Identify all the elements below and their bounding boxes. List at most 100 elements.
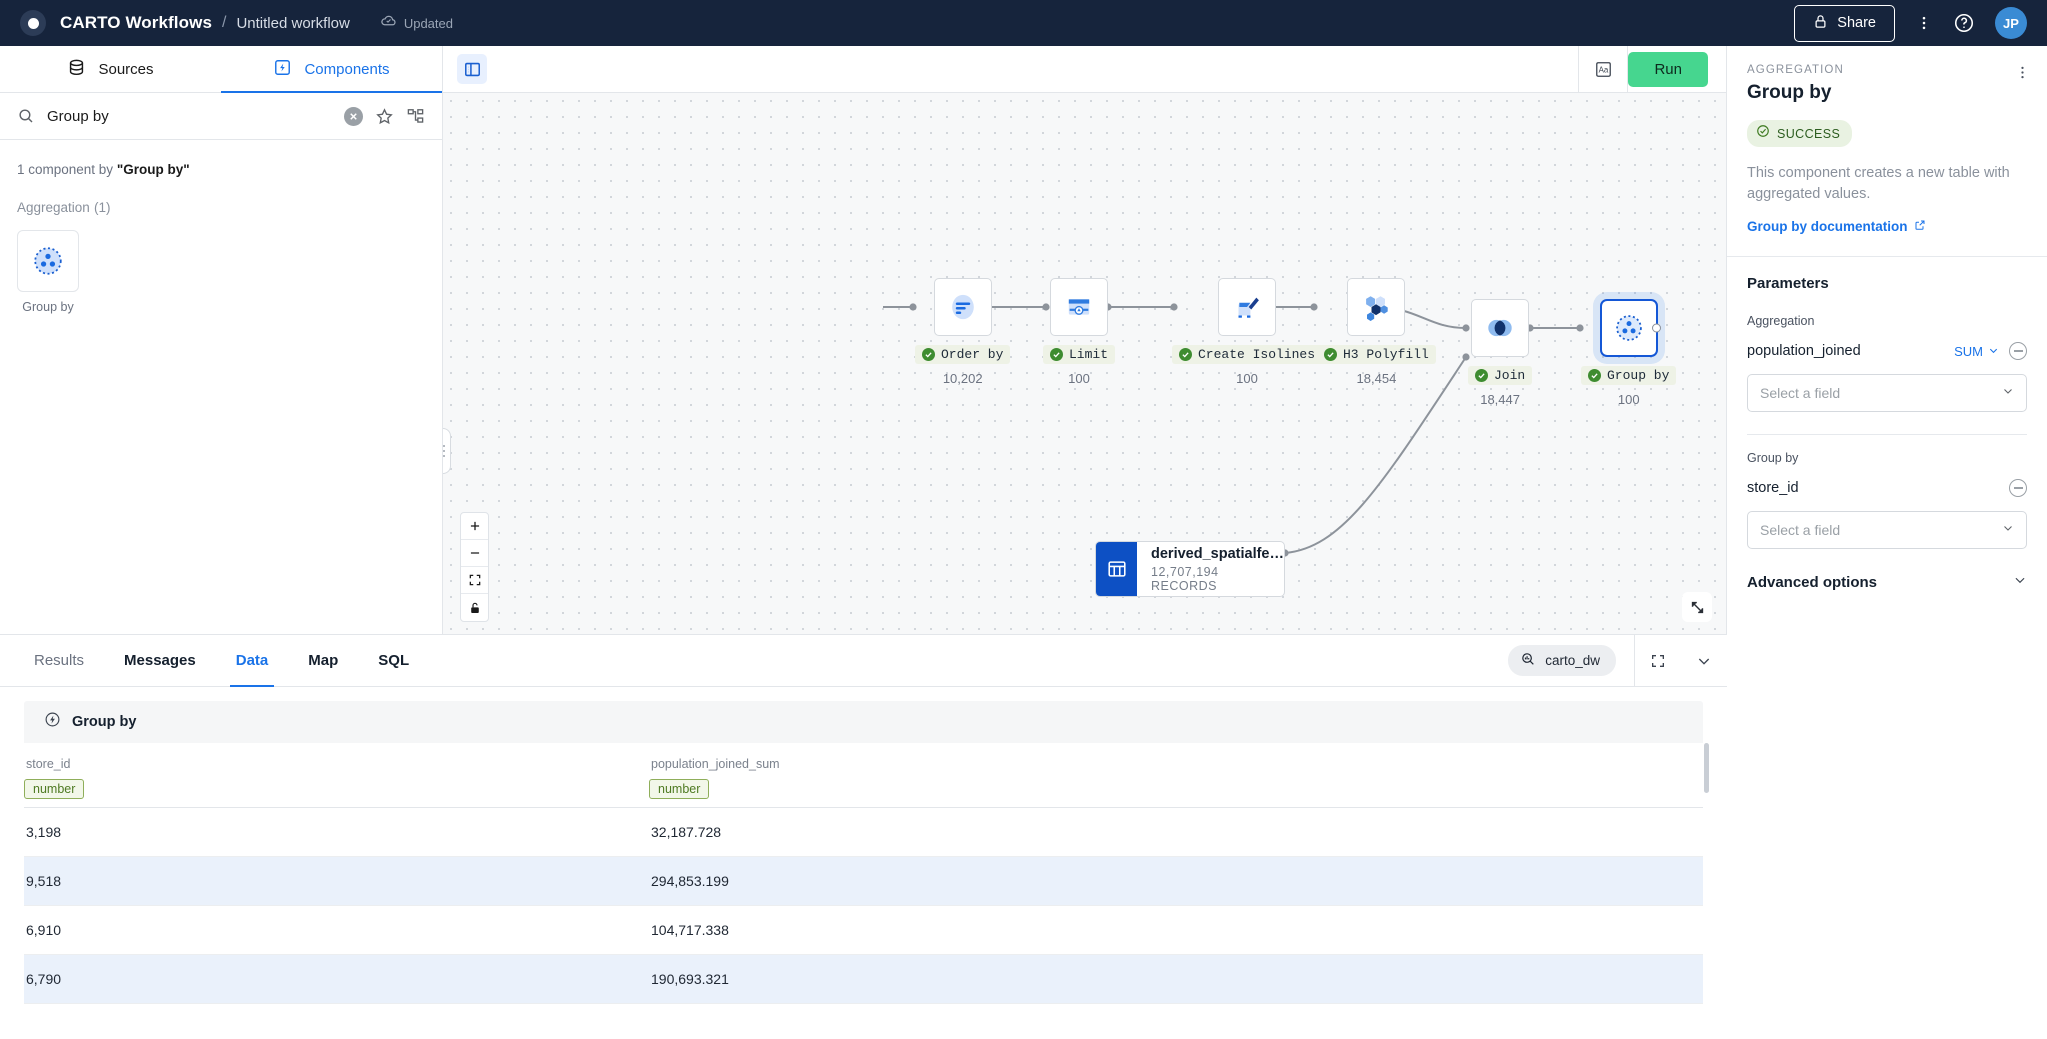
more-vertical-icon[interactable] — [1915, 14, 1933, 32]
fullscreen-icon[interactable] — [1635, 635, 1681, 687]
tab-data[interactable]: Data — [216, 635, 289, 687]
node-box[interactable] — [1471, 299, 1530, 357]
group-by-field-select[interactable]: Select a field — [1747, 511, 2027, 550]
tab-sources[interactable]: Sources — [0, 46, 221, 92]
success-check-icon — [922, 348, 935, 361]
tab-components[interactable]: Components — [221, 46, 442, 93]
node-h3-polyfill[interactable]: H3 Polyfill 18,454 — [1317, 278, 1436, 386]
advanced-options-label: Advanced options — [1747, 574, 1878, 592]
favorite-star-icon[interactable] — [375, 107, 394, 126]
node-box[interactable] — [1218, 278, 1277, 336]
resize-diagonal-icon[interactable] — [1682, 592, 1712, 622]
search-input[interactable] — [47, 107, 332, 125]
node-label: Limit — [1043, 345, 1116, 364]
advanced-options-row[interactable]: Advanced options — [1727, 549, 2047, 592]
aggregation-field-name: population_joined — [1747, 343, 1861, 360]
node-box[interactable] — [1347, 278, 1406, 336]
node-create-isolines[interactable]: Create Isolines 100 — [1172, 278, 1323, 386]
node-label: Order by — [915, 345, 1011, 364]
data-table: store_id number population_joined_sum nu… — [24, 743, 1703, 1004]
workflow-canvas[interactable]: Order by 10,202 — [443, 93, 1726, 634]
node-record-count: 18,447 — [1480, 392, 1520, 407]
node-group-by[interactable]: Group by 100 — [1581, 299, 1677, 407]
node-source-table[interactable]: derived_spatialfe… 12,707,194 RECORDS — [1095, 541, 1285, 597]
avatar[interactable]: JP — [1995, 7, 2027, 39]
aggregation-field-select[interactable]: Select a field — [1747, 374, 2027, 413]
component-card-group-by[interactable]: Group by — [17, 230, 79, 314]
table-head: store_id number population_joined_sum nu… — [24, 743, 1703, 808]
node-box[interactable] — [933, 278, 992, 336]
node-order-by[interactable]: Order by 10,202 — [915, 278, 1011, 386]
component-search-row — [0, 93, 442, 140]
aggregation-select-placeholder: Select a field — [1760, 385, 1841, 402]
zoom-out-icon[interactable] — [461, 540, 488, 567]
zoom-in-icon[interactable] — [461, 513, 488, 540]
node-label: Create Isolines — [1172, 345, 1323, 364]
bottom-panel-actions: carto_dw — [1508, 634, 1727, 687]
remove-group-by-button[interactable] — [2009, 479, 2027, 498]
success-check-icon — [1050, 348, 1063, 361]
node-limit[interactable]: Limit 100 — [1043, 278, 1116, 386]
bottom-panel-tabs: Results Messages Data Map SQL carto_dw — [0, 634, 1727, 687]
node-name: Order by — [941, 347, 1004, 362]
carto-logo[interactable] — [20, 10, 46, 36]
table-row[interactable]: 6,790 190,693.321 — [24, 954, 1703, 1004]
main-area: Sources Components — [0, 45, 2047, 634]
data-table-header: Group by — [24, 701, 1703, 743]
svg-text:Aa: Aa — [1599, 65, 1609, 74]
node-box[interactable] — [1050, 278, 1108, 336]
workflow-name[interactable]: Untitled workflow — [236, 14, 350, 32]
node-label: Join — [1468, 366, 1533, 385]
column-type-badge: number — [24, 779, 85, 799]
tab-messages[interactable]: Messages — [124, 652, 196, 669]
share-button[interactable]: Share — [1794, 4, 1895, 42]
title-separator: / — [222, 14, 227, 31]
table-column-header[interactable]: population_joined_sum number — [649, 743, 1703, 799]
node-join[interactable]: Join 18,447 — [1468, 299, 1533, 407]
right-panel-header: AGGREGATION Group by SUCCESS This compon — [1727, 46, 2047, 236]
run-button[interactable]: Run — [1628, 51, 1708, 87]
column-name: store_id — [26, 757, 71, 771]
table-column-header[interactable]: store_id number — [24, 743, 649, 799]
node-record-count: 100 — [1068, 371, 1090, 386]
table-cell-store-id: 9,518 — [24, 856, 649, 906]
cloud-check-icon — [380, 12, 397, 34]
isolines-icon — [1238, 297, 1259, 318]
tab-sql[interactable]: SQL — [378, 652, 410, 669]
tree-view-icon[interactable] — [406, 107, 425, 126]
fit-view-icon[interactable] — [461, 567, 488, 594]
node-box[interactable] — [1599, 299, 1661, 357]
node-name: Group by — [1607, 368, 1670, 383]
table-vertical-scrollbar[interactable] — [1704, 743, 1709, 793]
tab-map[interactable]: Map — [308, 652, 339, 669]
node-record-count: 100 — [1617, 392, 1640, 407]
connection-badge[interactable]: carto_dw — [1508, 645, 1616, 676]
documentation-link[interactable]: Group by documentation — [1747, 219, 1926, 234]
help-circle-icon[interactable] — [1953, 12, 1975, 34]
search-results-meta: 1 component by "Group by" — [0, 140, 442, 177]
collapse-panel-icon[interactable] — [1681, 635, 1727, 687]
table-row[interactable]: 6,910 104,717.338 — [24, 905, 1703, 955]
panel-left-icon[interactable] — [457, 54, 487, 84]
node-output-port[interactable] — [1651, 323, 1661, 333]
table-row[interactable]: 3,198 32,187.728 — [24, 807, 1703, 857]
text-annotation-icon[interactable]: Aa — [1588, 54, 1618, 84]
sidebar-resize-handle[interactable] — [443, 428, 451, 474]
aggregation-function-select[interactable]: SUM — [1954, 344, 1999, 359]
node-name: Join — [1494, 368, 1526, 383]
parameters-divider — [1747, 434, 2027, 436]
join-icon — [1488, 319, 1512, 337]
table-cell-store-id: 6,910 — [24, 905, 649, 955]
panel-more-icon[interactable] — [2014, 64, 2031, 86]
tab-results[interactable]: Results — [34, 652, 85, 669]
bottom-panel: Results Messages Data Map SQL carto_dw — [0, 634, 1727, 1039]
tab-sources-label: Sources — [98, 60, 154, 78]
table-cell-store-id: 6,790 — [24, 954, 649, 1004]
clear-search-icon[interactable] — [344, 106, 363, 126]
status-badge: SUCCESS — [1747, 120, 1853, 147]
node-record-count: 10,202 — [942, 371, 983, 386]
chevron-down-icon — [2013, 573, 2027, 592]
canvas-lock-icon[interactable] — [461, 594, 488, 621]
table-row[interactable]: 9,518 294,853.199 — [24, 856, 1703, 906]
remove-aggregation-button[interactable] — [2009, 342, 2027, 361]
